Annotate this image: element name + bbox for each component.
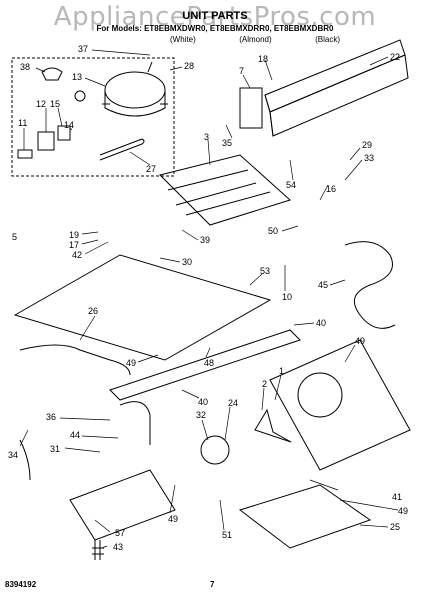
callout-11: 11 [18,118,27,128]
cross-rail [109,329,301,401]
frame-rail [13,254,272,361]
leader-lines [19,49,399,549]
callout-37: 37 [78,44,88,54]
callout-labels: 37 28 38 13 12 15 14 11 27 7 18 22 35 3 … [8,44,408,552]
variant-almond: (Almond) [239,35,272,44]
callout-29: 29 [362,140,372,150]
callout-42: 42 [72,250,82,260]
callout-39: 39 [200,235,210,245]
callout-49-d: 49 [168,514,178,524]
callout-40-b: 40 [198,397,208,407]
callout-26: 26 [88,306,98,316]
callout-38: 38 [20,62,30,72]
callout-17: 17 [69,240,79,250]
callout-44: 44 [70,430,80,440]
callout-24: 24 [228,398,238,408]
overload-part [41,67,63,81]
compressor [102,61,168,117]
machine-compartment-panel [269,339,411,471]
fan-motor [200,435,230,465]
drier [99,138,145,161]
callout-12: 12 [36,99,46,109]
callout-49-b: 49 [355,336,365,346]
callout-57: 57 [115,528,125,538]
drain-tube-lower [19,439,31,481]
callout-15: 15 [50,99,60,109]
callout-5: 5 [12,232,17,242]
color-variants: (White) (Almond) (Black) [170,35,340,44]
compressor-group-box [11,57,175,177]
callout-25: 25 [390,522,400,532]
cover-plate [69,469,176,541]
tubing [19,344,131,376]
callout-53: 53 [260,266,270,276]
relay-cover [57,125,71,141]
callout-41: 41 [392,492,402,502]
diagram-title: UNIT PARTS [182,10,248,22]
callout-19: 19 [69,230,79,240]
callout-32: 32 [196,410,206,420]
callout-10: 10 [282,292,292,302]
watermark: AppliancePartsPros.com [53,2,377,32]
callout-48: 48 [204,358,214,368]
callout-40-a: 40 [316,318,326,328]
drain-tube [119,401,151,445]
evaporator [159,154,291,226]
callout-18: 18 [258,54,268,64]
callout-34: 34 [8,450,18,460]
fan-shroud [297,372,343,418]
callout-22: 22 [390,52,400,62]
wiring-harness [344,241,396,329]
callout-36: 36 [46,412,56,422]
callout-30: 30 [182,257,192,267]
callout-45: 45 [318,280,328,290]
callout-27: 27 [146,164,156,174]
callout-16: 16 [326,184,336,194]
document-number: 8394192 [5,580,37,589]
callout-7: 7 [239,66,244,76]
callout-43: 43 [113,542,123,552]
spring [92,540,104,560]
callout-35: 35 [222,138,232,148]
callout-1: 1 [279,366,284,376]
variant-white: (White) [170,35,196,44]
bracket-part [17,149,33,159]
fan-blade [254,408,292,443]
callout-50: 50 [268,226,278,236]
fan-bracket [239,87,263,129]
callout-49-c: 49 [398,506,408,516]
grommet-part [74,90,86,102]
callout-14: 14 [64,120,74,130]
callout-28: 28 [184,61,194,71]
callout-13: 13 [72,72,82,82]
condenser-coil [264,39,409,137]
callout-51: 51 [222,530,232,540]
callout-31: 31 [50,444,60,454]
callout-33: 33 [364,153,374,163]
models-line: For Models: ET8EBMXDWR0, ET8EBMXDRR0, ET… [96,24,334,33]
callout-3: 3 [204,132,209,142]
variant-black: (Black) [315,35,340,44]
callout-2: 2 [262,379,267,389]
page-number: 7 [210,580,215,589]
callout-54: 54 [286,180,296,190]
start-relay [37,131,55,151]
drain-pan [238,484,372,549]
callout-49-a: 49 [126,358,136,368]
